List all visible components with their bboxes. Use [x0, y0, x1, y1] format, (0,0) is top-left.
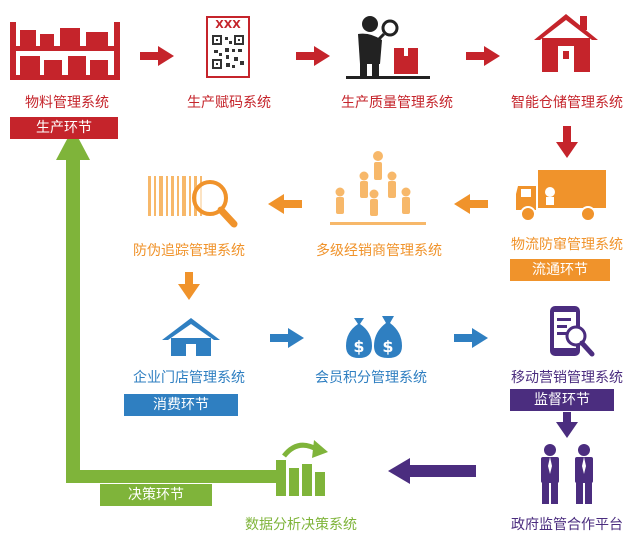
arrow-left-icon: [454, 194, 488, 214]
arrow-right-icon: [296, 46, 330, 66]
arrow-right-icon: [454, 328, 488, 348]
node-mobile: 移动营销管理系统: [511, 370, 623, 386]
node-material: 物料管理系统: [25, 95, 109, 111]
government-officials-icon: [541, 444, 593, 504]
node-dealer: 多级经销商管理系统: [316, 243, 442, 259]
arrow-right-icon: [270, 328, 304, 348]
stage-production: 生产环节: [10, 117, 118, 139]
arrow-left-icon: [268, 194, 302, 214]
mobile-search-icon: [550, 306, 595, 357]
analysis-chart-icon: [276, 440, 328, 496]
node-store: 企业门店管理系统: [133, 370, 245, 386]
dealer-network-icon: [330, 151, 426, 225]
stage-decision: 决策环节: [100, 484, 212, 506]
qr-code-icon: XXX: [206, 16, 250, 78]
money-bags-icon: $ $: [346, 316, 402, 358]
stage-consumption: 消费环节: [124, 394, 238, 416]
svg-text:$: $: [382, 337, 393, 356]
shelf-icon: [10, 22, 120, 80]
arrow-down-icon: [556, 412, 578, 438]
qr-label: XXX: [215, 18, 241, 31]
node-logistics: 物流防窜管理系统: [511, 237, 623, 253]
node-member: 会员积分管理系统: [315, 370, 427, 386]
node-quality: 生产质量管理系统: [341, 95, 453, 111]
truck-icon: [516, 170, 606, 222]
stage-circulation: 流通环节: [510, 259, 610, 281]
node-gov: 政府监管合作平台: [511, 517, 623, 533]
node-coding: 生产赋码系统: [187, 95, 271, 111]
quality-inspector-icon: [346, 16, 430, 79]
arrow-down-icon: [178, 272, 200, 300]
warehouse-icon: [534, 14, 598, 72]
store-house-icon: [162, 318, 220, 356]
node-trace: 防伪追踪管理系统: [133, 243, 245, 259]
arrow-left-icon: [388, 458, 476, 484]
arrow-down-icon: [556, 126, 578, 158]
arrow-right-icon: [140, 46, 174, 66]
stage-supervision: 监督环节: [510, 389, 614, 411]
node-warehouse: 智能仓储管理系统: [511, 95, 623, 111]
barcode-magnifier-icon: [148, 176, 238, 228]
arrow-right-icon: [466, 46, 500, 66]
svg-text:$: $: [353, 337, 364, 356]
node-analysis: 数据分析决策系统: [245, 517, 357, 533]
